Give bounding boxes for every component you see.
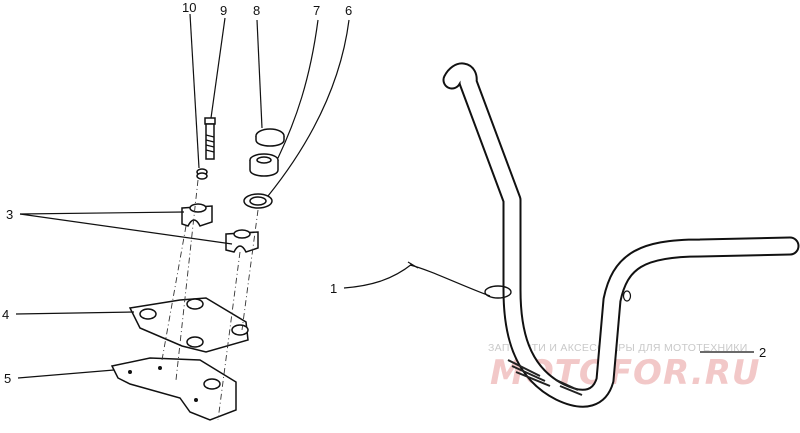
bolt xyxy=(204,117,216,160)
callout-2: 2 xyxy=(759,345,766,360)
callout-3: 3 xyxy=(6,207,13,222)
washer-small xyxy=(196,168,208,180)
leader-lines xyxy=(15,13,754,379)
upper-clamp-left xyxy=(181,203,213,227)
handlebar xyxy=(442,62,800,408)
callout-6: 6 xyxy=(345,3,352,18)
cap xyxy=(255,128,285,147)
knurled-grip-section xyxy=(507,359,583,396)
upper-clamp-right xyxy=(225,229,259,253)
callout-8: 8 xyxy=(253,3,260,18)
assembly-centerlines xyxy=(161,179,259,421)
callout-1: 1 xyxy=(330,281,337,296)
lower-clamp-bracket xyxy=(128,297,249,353)
callout-7: 7 xyxy=(313,3,320,18)
watermark-tagline: ЗАПЧАСТИ И АКСЕССУАРЫ ДЛЯ МОТОТЕХНИКИ xyxy=(488,342,748,354)
callout-5: 5 xyxy=(4,371,11,386)
cable-tie xyxy=(407,261,491,297)
callout-4: 4 xyxy=(2,307,9,322)
mounting-plate xyxy=(110,357,237,421)
nut xyxy=(249,153,279,177)
washer xyxy=(243,193,273,209)
callout-10: 10 xyxy=(182,0,196,15)
callout-9: 9 xyxy=(220,3,227,18)
